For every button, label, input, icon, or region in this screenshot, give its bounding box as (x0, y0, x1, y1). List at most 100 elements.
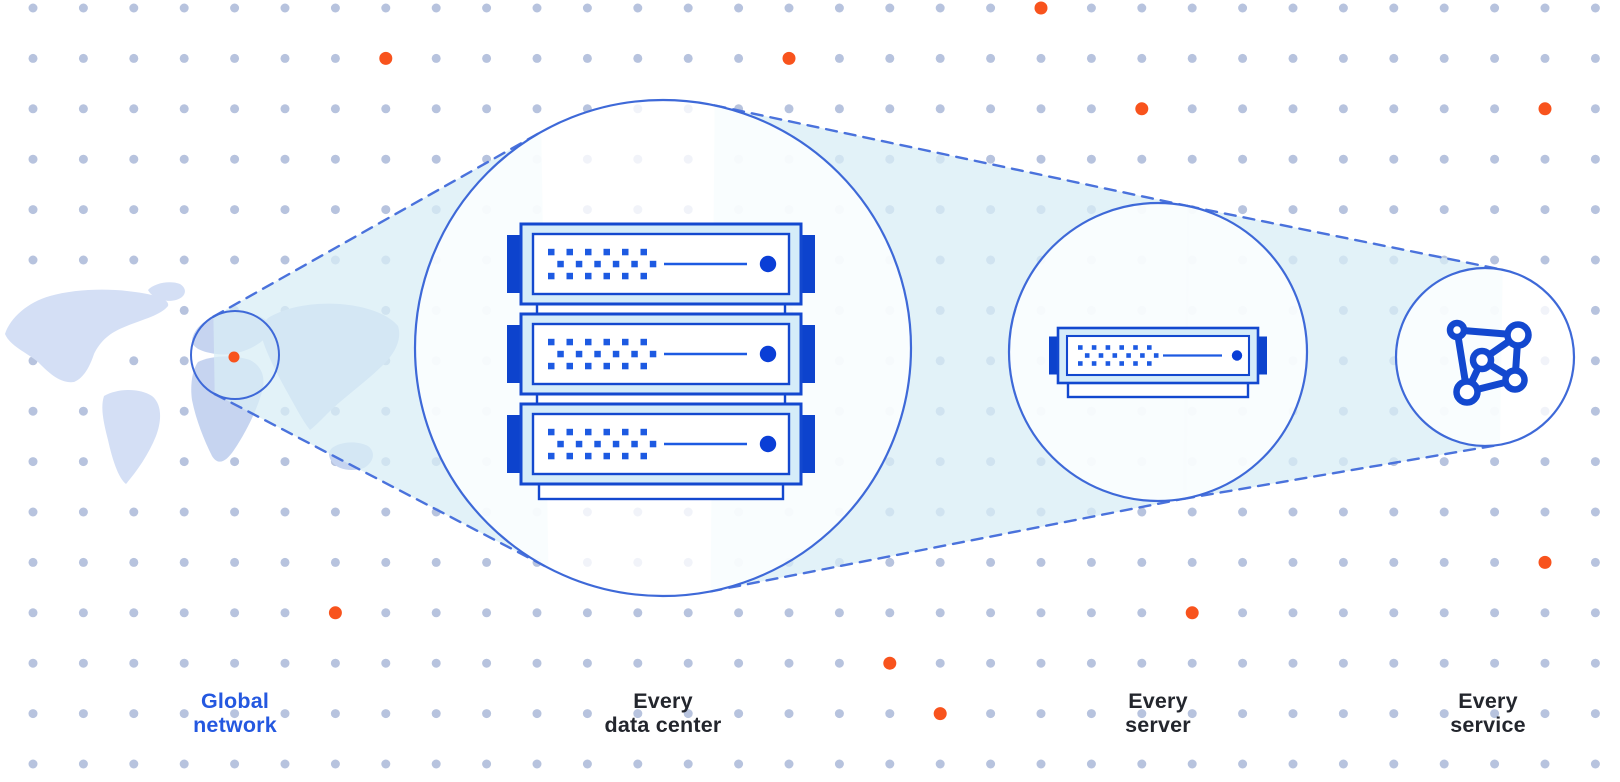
grid-dot (633, 709, 643, 719)
grid-dot (280, 457, 290, 467)
grid-dot (1187, 3, 1197, 13)
grid-dot (986, 53, 996, 63)
grid-dot (1490, 457, 1500, 467)
server-vent-dot (575, 440, 583, 448)
network-mesh-icon (1446, 319, 1532, 406)
grid-dot (582, 3, 592, 13)
server-vent-dot (585, 362, 592, 370)
grid-dot (179, 406, 189, 416)
server-vent-dot (575, 350, 583, 358)
grid-dot (633, 759, 643, 769)
grid-dot (28, 3, 38, 13)
dashed-tangent-line (709, 497, 1188, 593)
server-vent-dot (566, 452, 573, 460)
grid-dot (1590, 205, 1600, 215)
grid-dot (834, 53, 844, 63)
grid-dot (784, 709, 794, 719)
grid-dot (1288, 154, 1298, 164)
grid-dot (1238, 507, 1248, 517)
grid-dot (280, 104, 290, 114)
grid-dot (1086, 658, 1096, 668)
accent-dot (883, 656, 897, 670)
grid-dot (1439, 104, 1449, 114)
grid-dot (683, 608, 693, 618)
grid-dot (129, 205, 139, 215)
grid-dot (935, 53, 945, 63)
grid-dot (1540, 759, 1550, 769)
grid-dot (1540, 154, 1550, 164)
server-vent-dot (1105, 345, 1111, 350)
grid-dot (1238, 608, 1248, 618)
grid-dot (330, 658, 340, 668)
server-vent-dot (603, 362, 610, 370)
grid-dot (179, 658, 189, 668)
grid-dot (1590, 406, 1600, 416)
grid-dot (1439, 507, 1449, 517)
grid-dot (482, 759, 492, 769)
grid-dot (1540, 205, 1550, 215)
grid-dot (381, 205, 391, 215)
grid-dot (179, 3, 189, 13)
server-side-tab (799, 235, 815, 293)
grid-dot (230, 255, 240, 265)
grid-dot (986, 658, 996, 668)
grid-dot (1137, 608, 1147, 618)
grid-dot (582, 608, 592, 618)
server-vent-dot (622, 248, 629, 256)
stage-label-line: Every (633, 689, 693, 713)
grid-dot (28, 205, 38, 215)
grid-dot (1288, 53, 1298, 63)
grid-dot (986, 557, 996, 567)
grid-dot (1389, 557, 1399, 567)
grid-dot (1490, 255, 1500, 265)
grid-dot (78, 255, 88, 265)
server-vent-dot (594, 350, 601, 358)
grid-dot (1288, 658, 1298, 668)
accent-dot (379, 51, 393, 65)
grid-dot (381, 3, 391, 13)
server-vent-dot (566, 362, 573, 370)
grid-dot (381, 709, 391, 719)
grid-dot (1590, 709, 1600, 719)
grid-dot (381, 557, 391, 567)
grid-dot (935, 658, 945, 668)
grid-dot (280, 507, 290, 517)
server-vent-dot (640, 452, 647, 460)
grid-dot (834, 759, 844, 769)
dashed-tangent-line (1181, 443, 1502, 501)
grid-dot (1338, 3, 1348, 13)
grid-dot (1590, 3, 1600, 13)
server-vent-dot (1105, 361, 1111, 366)
grid-dot (28, 759, 38, 769)
grid-dot (1086, 709, 1096, 719)
grid-dot (935, 557, 945, 567)
server-vent-dot (640, 428, 647, 436)
grid-dot (381, 608, 391, 618)
grid-dot (280, 154, 290, 164)
server-vent-dot (1119, 345, 1124, 350)
grid-dot (1439, 608, 1449, 618)
grid-dot (1036, 557, 1046, 567)
server-vent-dot (649, 260, 657, 268)
grid-dot (1439, 3, 1449, 13)
grid-dot (1590, 154, 1600, 164)
server-vent-dot (548, 428, 555, 436)
grid-dot (1590, 356, 1600, 366)
server-vent-dot (649, 350, 657, 358)
server-vent-dot (649, 440, 657, 448)
grid-dot (129, 356, 139, 366)
grid-dot (1187, 53, 1197, 63)
grid-dot (179, 154, 189, 164)
grid-dot (1086, 608, 1096, 618)
server-icon (1049, 326, 1267, 399)
grid-dot (78, 457, 88, 467)
grid-dot (784, 759, 794, 769)
grid-dot (381, 104, 391, 114)
grid-dot (1389, 205, 1399, 215)
server-vent-dot (603, 338, 610, 346)
server-vent-dot (1091, 361, 1097, 366)
grid-dot (482, 658, 492, 668)
grid-dot (1288, 759, 1298, 769)
grid-dot (986, 154, 996, 164)
server-vent-dot (548, 452, 555, 460)
